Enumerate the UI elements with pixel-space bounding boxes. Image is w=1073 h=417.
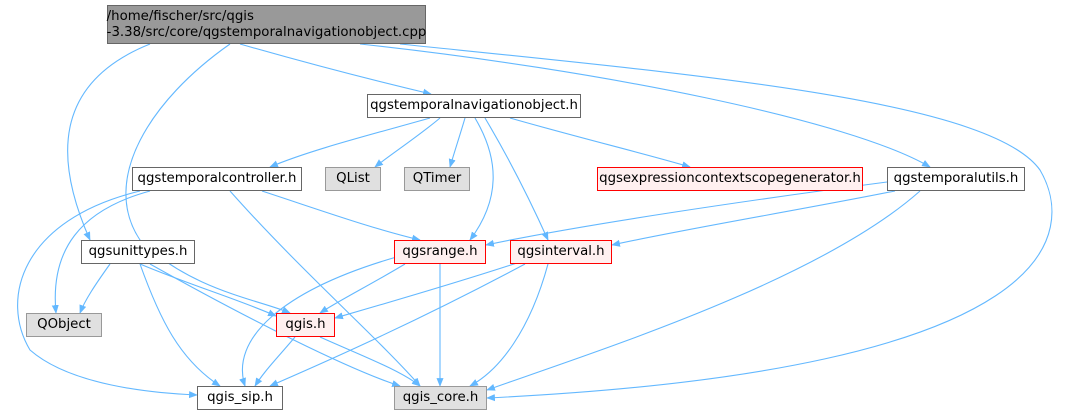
node-exprgen[interactable]: qgsexpressioncontextscopegenerator.h — [597, 167, 863, 191]
edge-unittypes-sip — [139, 263, 221, 387]
node-controller[interactable]: qgstemporalcontroller.h — [132, 167, 302, 191]
node-sip-label: qgis_sip.h — [207, 390, 273, 405]
edge-unittypes-core — [149, 263, 401, 387]
edge-navobj-qtimer — [448, 117, 466, 168]
node-controller-label: qgstemporalcontroller.h — [137, 171, 297, 186]
edge-range-qgis — [319, 263, 406, 314]
edge-controller-range — [261, 190, 421, 242]
edge-interval-sip — [269, 263, 526, 387]
node-utils[interactable]: qgstemporalutils.h — [887, 167, 1025, 191]
edge-range-sip — [239, 255, 401, 387]
node-qlist-label: QList — [336, 171, 370, 186]
node-range[interactable]: qgsrange.h — [394, 240, 486, 264]
edge-utils-interval — [611, 190, 896, 247]
edge-root-qgis — [125, 43, 291, 314]
edge-root-navobj — [239, 43, 432, 96]
edge-controller-qobject — [51, 190, 151, 314]
node-unittypes[interactable]: qgsunittypes.h — [81, 240, 195, 264]
node-navobj-label: qgstemporalnavigationobject.h — [370, 98, 578, 113]
edge-unittypes-qobject — [79, 263, 111, 314]
node-root-file: /home/fischer/src/qgis -3.38/src/core/qg… — [107, 5, 426, 44]
dependency-edges — [17, 43, 1053, 402]
node-navobj[interactable]: qgstemporalnavigationobject.h — [367, 94, 581, 118]
edge-root-unittypes — [67, 43, 151, 241]
edge-navobj-exprgen — [509, 117, 691, 169]
edge-utils-core — [486, 190, 921, 391]
node-qobject: QObject — [26, 313, 102, 337]
edge-root-utils — [359, 43, 931, 168]
edge-root-core — [399, 43, 1053, 402]
node-unittypes-label: qgsunittypes.h — [88, 244, 188, 259]
node-core: qgis_core.h — [394, 386, 487, 410]
edge-navobj-controller — [269, 117, 431, 168]
edge-qgis-core — [319, 336, 421, 387]
edge-controller-sip — [17, 190, 198, 399]
edge-navobj-range — [469, 117, 494, 241]
edge-qgis-sip — [254, 336, 296, 387]
node-sip[interactable]: qgis_sip.h — [197, 386, 283, 410]
edge-navobj-interval — [484, 117, 549, 241]
edge-controller-core — [229, 190, 421, 387]
node-qgis[interactable]: qgis.h — [276, 313, 335, 337]
edge-navobj-qlist — [374, 117, 441, 168]
node-utils-label: qgstemporalutils.h — [893, 171, 1019, 186]
node-interval[interactable]: qgsinterval.h — [510, 240, 612, 264]
node-qgis-label: qgis.h — [285, 317, 326, 332]
node-qtimer: QTimer — [404, 167, 470, 191]
node-exprgen-label: qgsexpressioncontextscopegenerator.h — [599, 171, 861, 186]
node-interval-label: qgsinterval.h — [517, 244, 605, 259]
node-qlist: QList — [325, 167, 381, 191]
edge-interval-qgis — [334, 261, 521, 320]
node-root-file-label: /home/fischer/src/qgis -3.38/src/core/qg… — [106, 8, 427, 40]
node-qtimer-label: QTimer — [412, 171, 462, 186]
node-core-label: qgis_core.h — [402, 390, 479, 405]
edge-unittypes-qgis — [139, 263, 277, 317]
node-range-label: qgsrange.h — [402, 244, 478, 259]
node-qobject-label: QObject — [37, 317, 91, 332]
edge-interval-core — [469, 263, 549, 387]
